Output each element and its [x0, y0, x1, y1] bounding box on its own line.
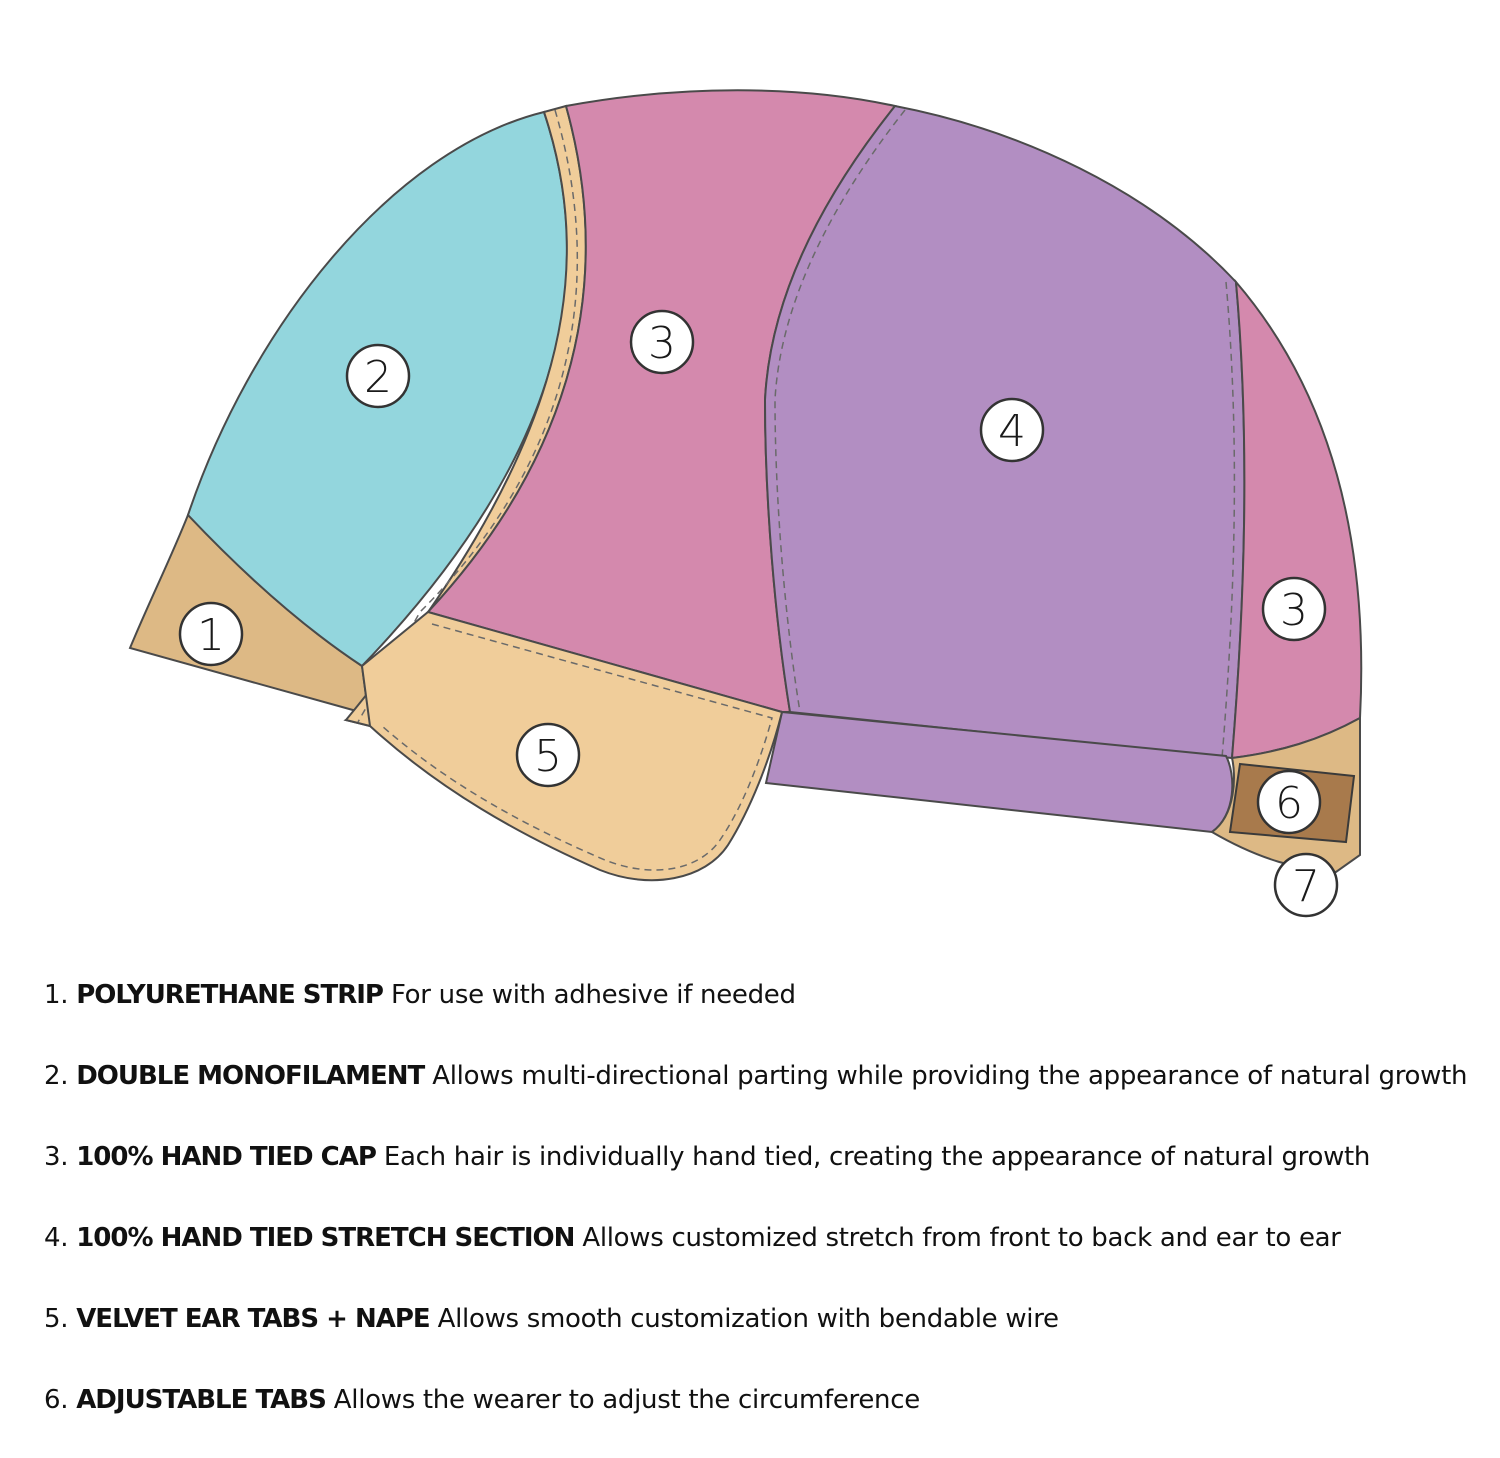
region-hand-tied-cap-back [1230, 278, 1363, 760]
legend-item-2: 2. DOUBLE MONOFILAMENT Allows multi-dire… [44, 1053, 1494, 1134]
callout-1: 1 [178, 601, 244, 667]
legend-term: 100% HAND TIED CAP [76, 1142, 377, 1172]
legend-number: 3. [44, 1142, 69, 1172]
legend-item-3: 3. 100% HAND TIED CAP Each hair is indiv… [44, 1134, 1494, 1215]
stretch-stitch-back [1221, 281, 1236, 759]
wig-cap-diagram: 1 2 3 4 3 5 6 7 [128, 89, 1363, 918]
legend-list: 1. POLYURETHANE STRIP For use with adhes… [44, 972, 1494, 1458]
legend-description: Allows smooth customization with bendabl… [437, 1304, 1059, 1334]
legend-term: POLYURETHANE STRIP [76, 980, 384, 1010]
svg-text:3: 3 [648, 318, 676, 369]
legend-item-1: 1. POLYURETHANE STRIP For use with adhes… [44, 972, 1494, 1053]
callout-5: 5 [515, 722, 581, 788]
legend-number: 6. [44, 1385, 69, 1415]
legend-item-6: 6. ADJUSTABLE TABS Allows the wearer to … [44, 1377, 1494, 1458]
legend-number: 4. [44, 1223, 69, 1253]
svg-text:5: 5 [534, 731, 562, 782]
legend-term: ADJUSTABLE TABS [76, 1385, 327, 1415]
legend-description: Allows the wearer to adjust the circumfe… [333, 1385, 920, 1415]
legend-description: Each hair is individually hand tied, cre… [383, 1142, 1371, 1172]
seam-strip-stitch [357, 109, 579, 723]
callout-7: 7 [1273, 852, 1339, 918]
ear-tab-stitch [381, 623, 773, 871]
callout-6: 6 [1256, 769, 1322, 835]
legend-description: Allows multi-directional parting while p… [432, 1061, 1468, 1091]
svg-text:7: 7 [1292, 861, 1320, 912]
legend-description: Allows customized stretch from front to … [582, 1223, 1341, 1253]
legend-number: 2. [44, 1061, 69, 1091]
legend-term: 100% HAND TIED STRETCH SECTION [76, 1223, 575, 1253]
legend-term: VELVET EAR TABS + NAPE [76, 1304, 430, 1334]
svg-text:6: 6 [1275, 778, 1303, 829]
legend-item-5: 5. VELVET EAR TABS + NAPE Allows smooth … [44, 1296, 1494, 1377]
callout-3-front: 3 [629, 309, 695, 375]
svg-text:2: 2 [364, 352, 392, 403]
svg-text:3: 3 [1280, 585, 1308, 636]
svg-text:1: 1 [197, 610, 225, 661]
callout-4: 4 [979, 397, 1045, 463]
callout-3-back: 3 [1261, 576, 1327, 642]
svg-text:4: 4 [998, 406, 1026, 457]
legend-number: 1. [44, 980, 69, 1010]
legend-term: DOUBLE MONOFILAMENT [76, 1061, 425, 1091]
legend-number: 5. [44, 1304, 69, 1334]
legend-description: For use with adhesive if needed [390, 980, 796, 1010]
callout-2: 2 [345, 343, 411, 409]
legend-item-4: 4. 100% HAND TIED STRETCH SECTION Allows… [44, 1215, 1494, 1296]
